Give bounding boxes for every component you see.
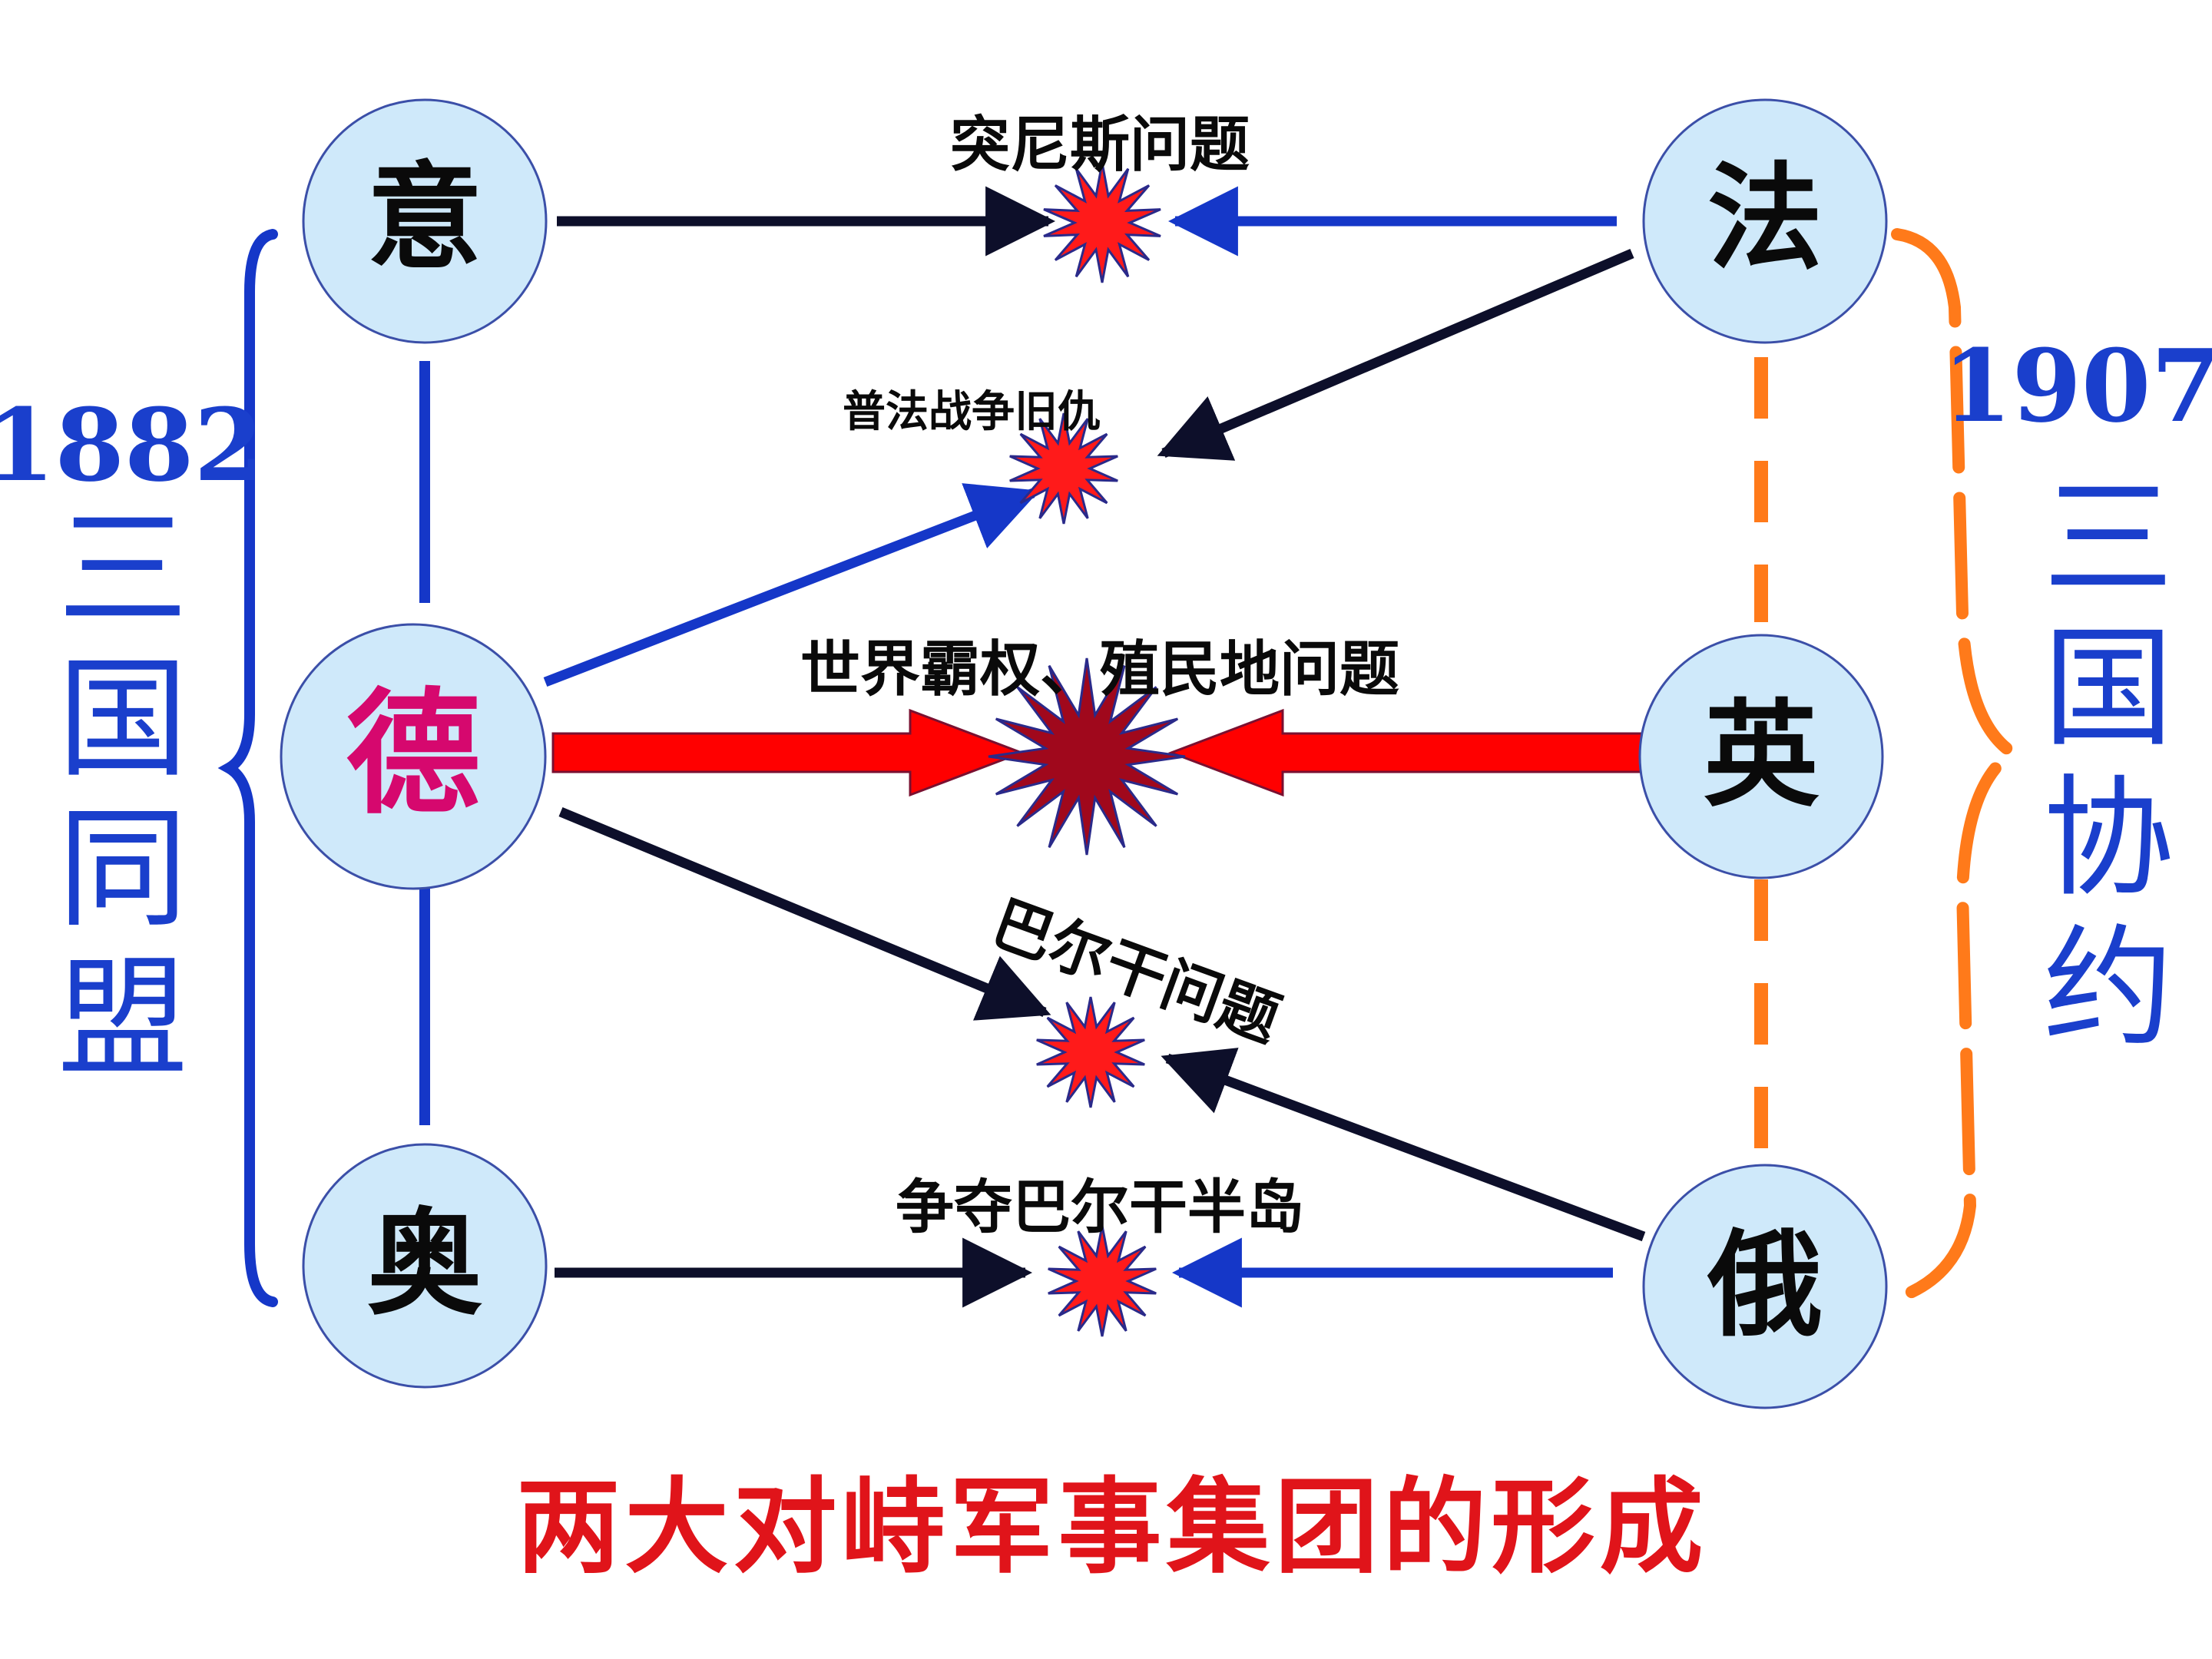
issue-hegemony-label: 世界霸权、殖民地问题 (800, 635, 1399, 704)
leftVert-char-1: 国 (58, 644, 188, 796)
burst-peninsula (1048, 1225, 1157, 1337)
node-fa: 法 (1642, 98, 1888, 344)
node-ying: 英 (1638, 634, 1884, 879)
burst-francoprussian (1009, 412, 1118, 525)
leftVert-char-3: 盟 (58, 943, 188, 1095)
issue-francoprussian-label: 普法战争旧仇 (843, 387, 1101, 437)
left-alliance-year: 1882 (0, 386, 263, 504)
burst-balkan (1036, 996, 1145, 1108)
arrow-de-francoprussian (543, 483, 1040, 687)
node-ao-label: 奥 (367, 1197, 482, 1331)
node-e: 俄 (1642, 1164, 1888, 1409)
arrow-e-balkan (1161, 1048, 1646, 1242)
rightVert-char-3: 约 (2043, 912, 2174, 1065)
node-fa-label: 法 (1707, 152, 1823, 286)
page-title: 两大对峙军事集团的形成 (517, 1467, 1708, 1588)
node-de: 德 (280, 623, 547, 890)
node-ao: 奥 (302, 1143, 548, 1389)
left-brace (217, 229, 278, 1307)
node-yi-label: 意 (367, 151, 482, 285)
node-yi: 意 (302, 98, 548, 344)
rightVert-char-0: 三 (2043, 463, 2174, 615)
issue-peninsula-label: 争夺巴尔干半岛 (896, 1173, 1304, 1241)
issue-balkan-label: 巴尔干问题 (983, 889, 1288, 1056)
right-alliance-year: 1907 (1942, 327, 2212, 445)
burst-hegemony (988, 657, 1186, 856)
arrow-ying-hegemony (1167, 708, 1645, 797)
node-e-label: 俄 (1707, 1219, 1823, 1353)
node-ying-label: 英 (1704, 689, 1820, 823)
rightVert-char-1: 国 (2043, 613, 2174, 765)
arrow-fa-francoprussian (1157, 249, 1634, 461)
right-brace (1891, 228, 2024, 1304)
burst-tunis (1043, 162, 1161, 283)
arrow-de-balkan (558, 806, 1051, 1021)
leftVert-char-0: 三 (58, 494, 188, 646)
issue-tunis-label: 突尼斯问题 (950, 111, 1250, 180)
arrow-de-hegemony (551, 708, 1025, 797)
node-de-label: 德 (346, 677, 481, 833)
rightVert-char-2: 协 (2043, 763, 2174, 915)
leftVert-char-2: 同 (58, 793, 188, 945)
